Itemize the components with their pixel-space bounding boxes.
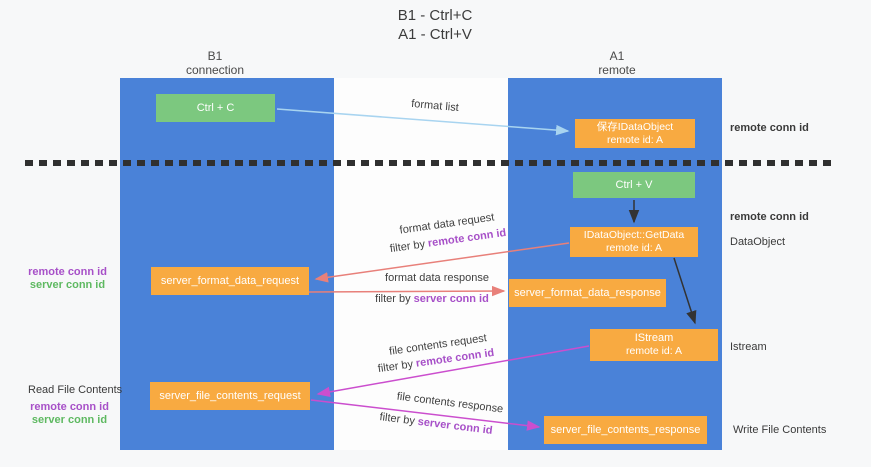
server-conn-id-text: server conn id bbox=[31, 414, 108, 426]
node-cresp-label: server_file_contents_response bbox=[550, 423, 701, 436]
node-save-line2: remote id: A bbox=[606, 133, 664, 146]
page-title-line1: B1 - Ctrl+C bbox=[397, 7, 473, 24]
node-save-line1: 保存IDataObject bbox=[596, 120, 674, 133]
lane-header-b1: B1 connection bbox=[155, 49, 275, 77]
node-save-idataobject: 保存IDataObject remote id: A bbox=[575, 119, 695, 148]
remote-conn-id-annotation-top: remote conn id bbox=[730, 122, 809, 134]
read-file-contents-annotation: Read File Contents bbox=[28, 384, 123, 396]
node-istream-line1: IStream bbox=[634, 332, 674, 344]
lane-a1-subtitle: remote bbox=[598, 63, 636, 77]
left-conn-ids-mid: remote conn id server conn id bbox=[20, 266, 115, 292]
dataobject-annotation: DataObject bbox=[730, 236, 786, 248]
left-conn-ids-bottom: remote conn id server conn id bbox=[22, 401, 117, 427]
node-creq-label: server_file_contents_request bbox=[159, 389, 301, 402]
write-file-contents-annotation: Write File Contents bbox=[733, 424, 827, 436]
node-server-format-data-request: server_format_data_request bbox=[151, 267, 309, 295]
node-freq-label: server_format_data_request bbox=[160, 274, 300, 287]
format-data-response-label: format data response bbox=[385, 272, 489, 284]
filter-by-text: filter by bbox=[375, 293, 411, 305]
node-ctrl-c-label: Ctrl + C bbox=[196, 101, 235, 114]
node-server-file-contents-request: server_file_contents_request bbox=[150, 382, 310, 410]
node-istream: IStream remote id: A bbox=[590, 329, 718, 361]
node-ctrl-c: Ctrl + C bbox=[156, 94, 275, 122]
page-title-line2: A1 - Ctrl+V bbox=[398, 26, 472, 43]
node-getdata-line2: remote id: A bbox=[605, 242, 663, 254]
node-getdata-line1: IDataObject::GetData bbox=[583, 229, 685, 241]
lane-header-a1: A1 remote bbox=[557, 49, 677, 77]
lane-b1-title: B1 bbox=[207, 49, 223, 63]
remote-conn-id-annotation-mid: remote conn id bbox=[730, 211, 809, 223]
istream-annotation: Istream bbox=[730, 341, 767, 353]
page-title: B1 - Ctrl+C A1 - Ctrl+V bbox=[330, 6, 540, 44]
node-server-format-data-response: server_format_data_response bbox=[509, 279, 666, 307]
remote-conn-id-text: remote conn id bbox=[28, 266, 107, 278]
remote-conn-id-text: remote conn id bbox=[30, 401, 109, 413]
server-conn-id-text: server conn id bbox=[29, 279, 106, 291]
node-server-file-contents-response: server_file_contents_response bbox=[544, 416, 707, 444]
node-idataobject-getdata: IDataObject::GetData remote id: A bbox=[570, 227, 698, 257]
node-fresp-label: server_format_data_response bbox=[514, 286, 661, 299]
lane-b1-subtitle: connection bbox=[185, 63, 245, 77]
node-istream-line2: remote id: A bbox=[625, 345, 683, 357]
node-ctrl-v: Ctrl + V bbox=[573, 172, 695, 198]
node-ctrl-v-label: Ctrl + V bbox=[615, 178, 653, 191]
lane-a1-title: A1 bbox=[609, 49, 625, 63]
server-conn-id-text: server conn id bbox=[413, 293, 489, 305]
